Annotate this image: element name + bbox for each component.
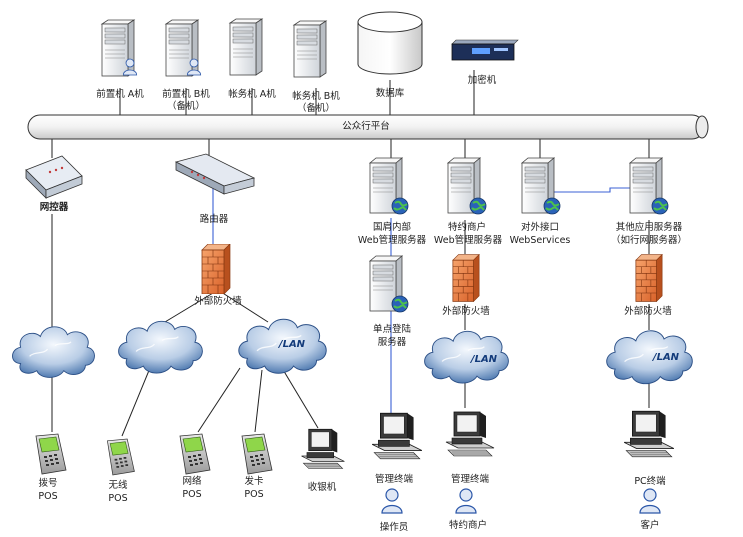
dial-pos-icon [35, 433, 67, 475]
admin-terminal-icon [371, 412, 423, 460]
admin-terminal-1-label: 管理终端 [374, 474, 413, 485]
external-interface-server-icon [520, 156, 562, 216]
account-server-a-label: 帐务机 A机 [228, 89, 276, 100]
public-platform-bus [27, 114, 709, 140]
pc-terminal-label: PC终端 [634, 476, 666, 487]
router-icon [174, 153, 256, 195]
customer-label: 客户 [640, 520, 660, 531]
account-server-a-icon [229, 18, 263, 76]
encryption-device-icon [451, 39, 519, 61]
admin-terminal-2-label: 管理终端 [450, 474, 489, 485]
front-server-b-sub: （备机） [166, 101, 205, 112]
network-cloud-icon [11, 326, 96, 379]
blue-links [212, 187, 632, 418]
other-app-server-icon [628, 156, 670, 216]
account-server-b-icon [293, 20, 327, 78]
lan-label-2: /LAN [470, 354, 498, 365]
cash-register-icon [301, 428, 345, 470]
network-gateway-icon [25, 155, 83, 199]
other-server-sub: （如行网服务器） [610, 235, 687, 246]
front-server-b-label: 前置机 B机 [162, 89, 210, 100]
firewall-left-label: 外部防火墙 [194, 296, 242, 307]
network-pos-sub: POS [182, 489, 202, 500]
sso-server-sub: 服务器 [377, 337, 407, 348]
sso-server-label: 单点登陆 [372, 324, 411, 335]
card-pos-icon [241, 433, 273, 475]
intranet-server-label: 国肩内部 [372, 222, 411, 233]
encryptor-label: 加密机 [467, 75, 497, 86]
wireless-pos-label: 无线 [108, 480, 128, 491]
merchant-user-label: 特约商户 [448, 520, 487, 531]
firewall-right-icon [635, 254, 663, 302]
external-interface-sub: WebServices [509, 235, 571, 246]
wireless-pos-icon [106, 438, 135, 476]
card-pos-sub: POS [244, 489, 264, 500]
router-label: 路由器 [199, 214, 229, 225]
firewall-left-icon [201, 244, 231, 294]
account-server-b-sub: （备机） [296, 103, 335, 114]
front-server-a-icon [101, 19, 135, 77]
firewall-mid-icon [452, 254, 480, 302]
dial-pos-label: 拨号 [38, 478, 58, 489]
merchant-user-icon [455, 488, 477, 514]
network-pos-icon [179, 433, 211, 475]
intranet-web-server-icon [368, 156, 410, 216]
operator-label: 操作员 [379, 522, 409, 533]
other-server-label: 其他应用服务器 [615, 222, 683, 233]
network-pos-label: 网络 [182, 476, 202, 487]
dial-pos-sub: POS [38, 491, 58, 502]
front-server-b-icon [165, 19, 199, 77]
card-pos-label: 发卡 [244, 476, 264, 487]
cash-register-label: 收银机 [307, 482, 337, 493]
sso-server-icon [368, 254, 410, 314]
admin-terminal-icon [445, 411, 495, 457]
account-server-b-label: 帐务机 B机 [292, 91, 340, 102]
network-cloud-icon [117, 320, 204, 374]
customer-user-icon [639, 488, 661, 514]
operator-user-icon [381, 488, 403, 514]
merchant-web-server-icon [446, 156, 488, 216]
gateway-label: 网控器 [39, 202, 69, 213]
intranet-server-sub: Web管理服务器 [357, 235, 427, 246]
lan-label-1: /LAN [278, 339, 306, 350]
database-icon [357, 11, 423, 75]
merchant-server-label: 特约商户 [447, 222, 486, 233]
firewall-mid-label: 外部防火墙 [442, 306, 490, 317]
front-server-a-label: 前置机 A机 [96, 89, 144, 100]
merchant-server-sub: Web管理服务器 [433, 235, 503, 246]
firewall-right-label: 外部防火墙 [624, 306, 672, 317]
database-label: 数据库 [375, 88, 405, 99]
wireless-pos-sub: POS [108, 493, 128, 504]
pc-terminal-icon [623, 410, 675, 458]
lan-label-3: /LAN [652, 352, 680, 363]
bus-label: 公众行平台 [342, 121, 390, 132]
external-interface-label: 对外接口 [520, 222, 559, 233]
connection-lines [51, 70, 650, 437]
